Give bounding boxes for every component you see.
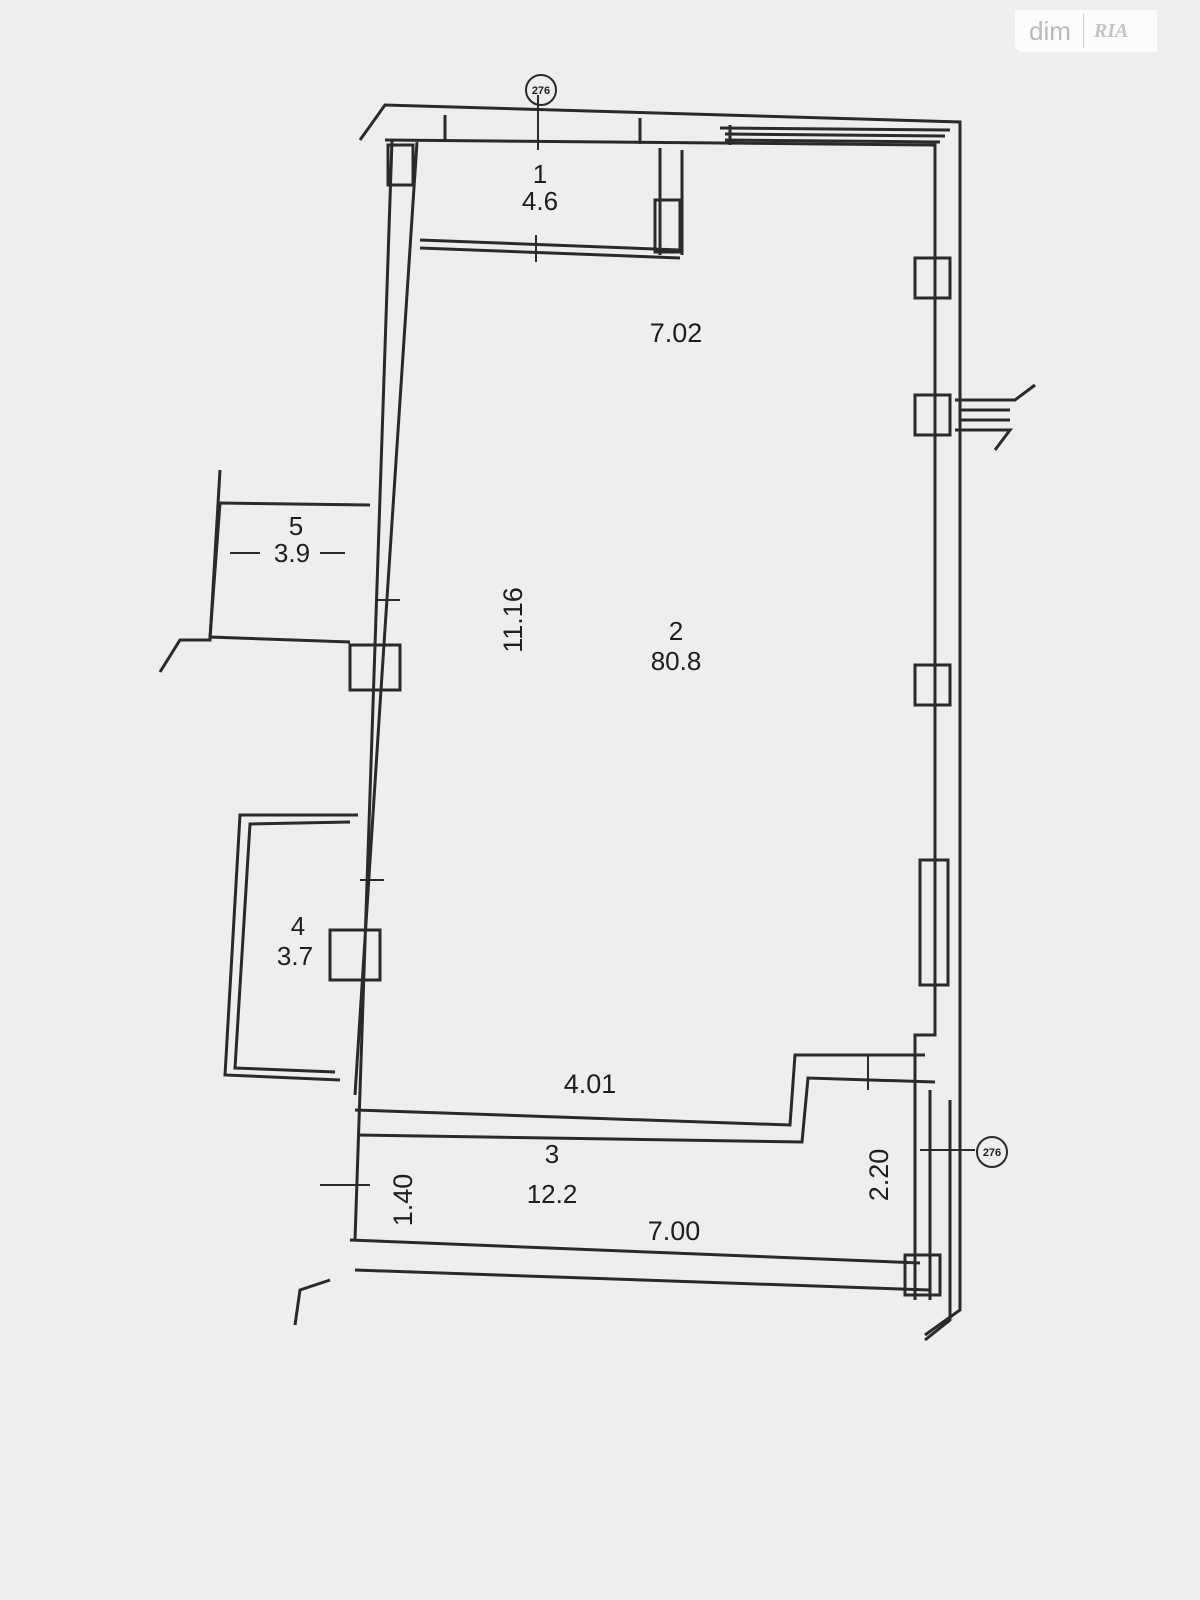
room-1-area: 4.6 (522, 186, 558, 216)
walls (158, 103, 1036, 1342)
dimension-label: 4.01 (564, 1069, 617, 1099)
axis-marker-label: 276 (532, 85, 550, 97)
dimension-label: 2.20 (864, 1149, 894, 1202)
axis-marker-top: 276 (525, 74, 557, 106)
dimension-label: 7.00 (648, 1216, 701, 1246)
room-3-number: 3 (545, 1139, 559, 1169)
room-5-number: 5 (289, 511, 303, 541)
room-4-area: 3.7 (277, 941, 313, 971)
watermark-logo: dim RIA (1015, 10, 1157, 52)
axis-marker-label: 276 (983, 1147, 1001, 1159)
watermark-brand: dim (1015, 14, 1084, 48)
room-4-number: 4 (291, 911, 305, 941)
dimension-label: 7.02 (650, 318, 703, 348)
axis-marker-right: 276 (976, 1136, 1008, 1168)
room-1-number: 1 (533, 159, 547, 189)
room-2-number: 2 (669, 616, 683, 646)
dimension-label: 1.40 (388, 1174, 418, 1227)
room-2-area: 80.8 (651, 646, 702, 676)
room-5-area: 3.9 (274, 538, 310, 568)
door-ticks (230, 95, 975, 1186)
room-3-area: 12.2 (527, 1179, 578, 1209)
watermark-brand-ria: RIA (1093, 19, 1129, 42)
dimension-label: 11.16 (498, 587, 528, 653)
